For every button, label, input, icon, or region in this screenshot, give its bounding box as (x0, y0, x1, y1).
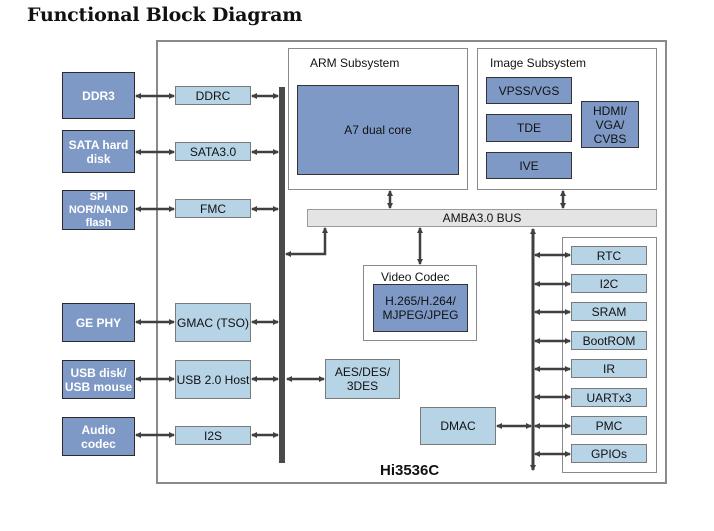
link-amba-leftbus (285, 227, 328, 257)
img-vpss-vgs: VPSS/VGS (486, 77, 572, 104)
chip-boundary (156, 40, 667, 484)
periph-pmc: PMC (571, 416, 647, 435)
image-subsystem (477, 48, 657, 190)
peripheral-group (562, 237, 657, 473)
dmac: DMAC (420, 407, 496, 445)
img-ive: IVE (486, 152, 572, 179)
video-codec-formats: H.265/H.264/ MJPEG/JPEG (373, 284, 468, 332)
arm-subsystem (288, 48, 468, 190)
ctl-sata: SATA3.0 (175, 142, 251, 161)
ctl-usb-host: USB 2.0 Host (175, 360, 251, 399)
ext-sata-disk: SATA hard disk (62, 130, 135, 173)
crypto-aes-des: AES/DES/ 3DES (325, 359, 400, 399)
arm-subsystem-title: ARM Subsystem (310, 56, 400, 70)
ext-usb-device: USB disk/ USB mouse (62, 360, 135, 399)
ctl-gmac: GMAC (TSO) (175, 303, 251, 342)
amba-bus: AMBA3.0 BUS (307, 209, 657, 227)
ext-spi-flash: SPI NOR/NAND flash (62, 190, 135, 230)
image-subsystem-title: Image Subsystem (490, 56, 587, 70)
diagram-title: Functional Block Diagram (27, 4, 303, 26)
periph-gpios: GPIOs (571, 444, 647, 463)
periph-i2c: I2C (571, 274, 647, 293)
ctl-ddrc: DDRC (175, 86, 251, 105)
ctl-fmc: FMC (175, 199, 251, 218)
chip-name: Hi3536C (380, 462, 440, 479)
ext-audio-codec: Audio codec (62, 417, 135, 456)
periph-bootrom: BootROM (571, 331, 647, 350)
video-codec-title: Video Codec (381, 270, 450, 284)
ext-ddr3: DDR3 (62, 72, 135, 119)
ctl-i2s: I2S (175, 426, 251, 445)
video-codec (363, 265, 477, 341)
img-tde: TDE (486, 114, 572, 142)
periph-rtc: RTC (571, 246, 647, 265)
periph-ir: IR (571, 359, 647, 378)
ext-ge-phy: GE PHY (62, 303, 135, 342)
arm-core-a7: A7 dual core (297, 85, 459, 175)
img-hdmi-vga-cvbs: HDMI/ VGA/ CVBS (581, 101, 639, 148)
periph-uart: UARTx3 (571, 388, 647, 407)
periph-sram: SRAM (571, 302, 647, 321)
